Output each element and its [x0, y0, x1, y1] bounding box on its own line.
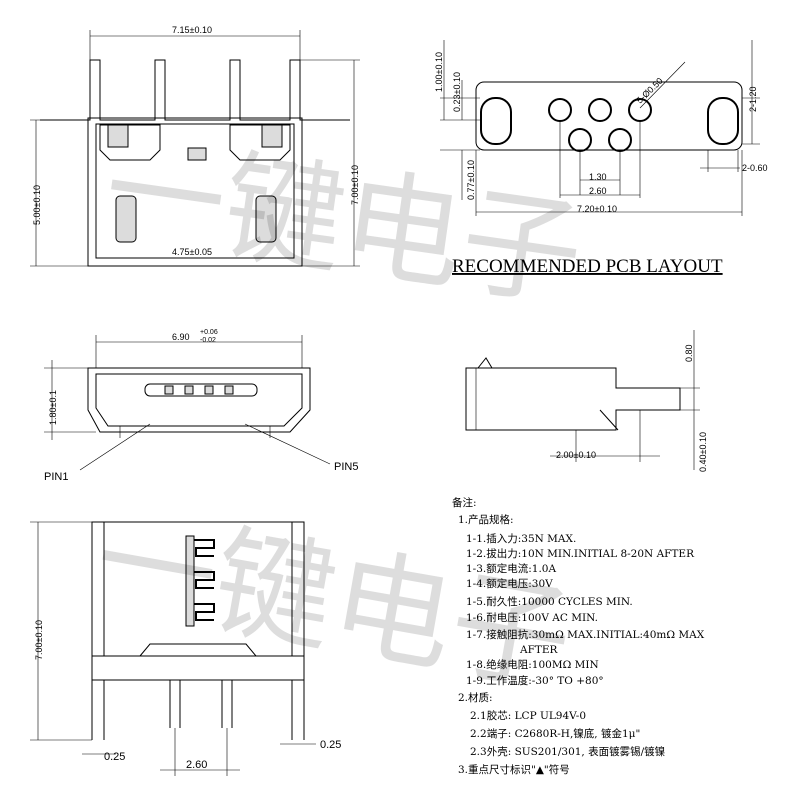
pcb-slot-width: 2-1.20: [748, 86, 758, 112]
spec-2: 1-2.拔出力:10N MIN.INITIAL 8-20N AFTER: [466, 547, 695, 560]
bottom-dim-mid: 2.60: [186, 759, 207, 771]
spec-4: 1-4.额定电压:30V: [466, 577, 553, 590]
material-2: 2.2端子: C2680R-H,镍底, 镀金1μ": [470, 727, 640, 740]
side-view: 0.80 0.40±0.10 2.00±0.10: [465, 330, 708, 472]
front-view: 6.90 +0.06 -0.02 1.80±0.1 PIN1 PIN5: [44, 329, 358, 483]
pad-5: [608, 128, 632, 152]
pad-4: [568, 128, 592, 152]
pcb-dim-2: 0.23±0.10: [452, 72, 462, 112]
top-view: 7.15±0.10 4.75±0.05 5.00±0.10 7.00±0.10: [30, 25, 360, 267]
bottom-dim-right: 0.25: [320, 739, 341, 751]
pcb-slot-height: 2-0.60: [742, 163, 768, 173]
pcb-layout-title: RECOMMENDED PCB LAYOUT: [452, 256, 723, 277]
spec-title: 1.产品规格:: [458, 513, 514, 526]
bottom-dim-left: 0.25: [104, 751, 125, 763]
pin5-label: PIN5: [334, 461, 358, 473]
spec-7: 1-7.接触阻抗:30mΩ MAX.INITIAL:40mΩ MAX: [466, 628, 705, 641]
material-1: 2.1胶芯: LCP UL94V-0: [470, 709, 586, 722]
bottom-view: 7.00±0.10 0.25 0.25 2.60: [30, 521, 341, 776]
pcb-pitch: 1.30: [589, 172, 607, 182]
spec-5: 1-5.耐久性:10000 CYCLES MIN.: [466, 595, 633, 608]
pcb-dim-3: 0.77±0.10: [466, 160, 476, 200]
side-dim-1: 0.80: [684, 344, 694, 362]
spec-3: 1-3.额定电流:1.0A: [466, 562, 556, 575]
top-height-right-dim: 7.00±0.10: [350, 165, 360, 205]
right-slot-pad: [707, 97, 739, 145]
front-tol-plus: +0.06: [200, 329, 218, 336]
top-pin-span-dim: 4.75±0.05: [172, 247, 212, 257]
front-width-dim: 6.90: [172, 332, 190, 342]
front-height-dim: 1.80±0.1: [48, 390, 58, 425]
material-title: 2.材质:: [458, 691, 493, 704]
spec-6: 1-6.耐电压:100V AC MIN.: [466, 611, 598, 624]
spec-7-cont: AFTER: [519, 644, 559, 656]
bottom-height-dim: 7.00±0.10: [34, 620, 44, 660]
pin1-label: PIN1: [44, 471, 68, 483]
spec-9: 1-9.工作温度:-30° TO +80°: [466, 674, 604, 687]
side-dim-2: 2.00±0.10: [556, 450, 596, 460]
front-tol-minus: -0.02: [200, 337, 216, 344]
spec-1: 1-1.插入力:35N MAX.: [466, 532, 576, 545]
pad-2: [588, 98, 612, 122]
mark-note: 3.重点尺寸标识"▲"符号: [458, 763, 570, 776]
watermark-text-top: 一键电子: [96, 121, 591, 325]
pcb-pad-dia: 5-Ø0.50: [634, 76, 664, 106]
watermark: 一键电子: [96, 121, 591, 325]
pad-1: [548, 98, 572, 122]
top-width-dim: 7.15±0.10: [172, 25, 212, 35]
top-height-left-dim: 5.00±0.10: [32, 185, 42, 225]
left-slot-pad: [480, 97, 512, 145]
material-3: 2.3外壳: SUS201/301, 表面镀雾锡/镀镍: [470, 745, 665, 758]
notes-block: 备注: 1.产品规格: 1-1.插入力:35N MAX. 1-2.拔出力:10N…: [452, 496, 705, 776]
spec-8: 1-8.绝缘电阻:100MΩ MIN: [466, 658, 599, 671]
pcb-dim-1: 1.00±0.10: [434, 52, 444, 92]
pcb-pitch-2: 2.60: [589, 186, 607, 196]
notes-header: 备注:: [452, 496, 477, 509]
pcb-overall-width: 7.20±0.10: [577, 204, 617, 214]
pcb-layout-view: 1.00±0.10 0.23±0.10 0.77±0.10 5-Ø0.50 2-…: [434, 40, 768, 277]
side-dim-3: 0.40±0.10: [698, 432, 708, 472]
